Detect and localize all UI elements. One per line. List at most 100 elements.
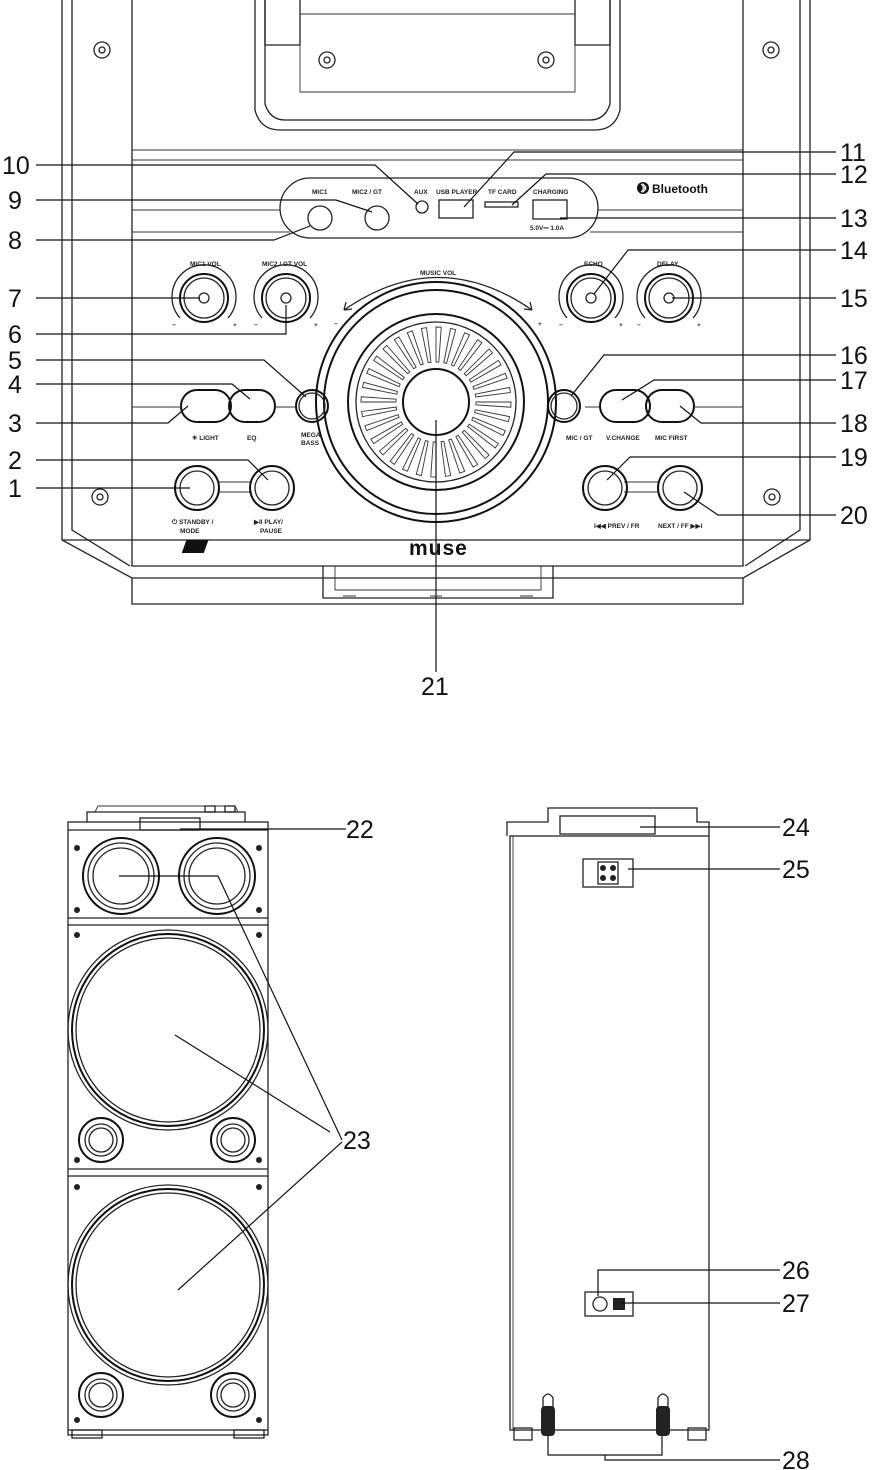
dial-spoke xyxy=(450,332,471,367)
standby-label: ⏻ STANDBY / xyxy=(172,518,214,526)
mic-gt-label: MIC / GT xyxy=(566,435,592,442)
callout-24: 24 xyxy=(782,814,810,842)
dial-spoke xyxy=(420,327,432,364)
echo-knob[interactable] xyxy=(558,264,624,323)
callout-23: 23 xyxy=(343,1127,371,1155)
dial-spoke xyxy=(457,339,483,371)
delay-knob[interactable] xyxy=(636,264,702,323)
callout-11: 11 xyxy=(840,139,866,167)
callout-17: 17 xyxy=(840,367,868,395)
charging-spec-label: 5.0V⎓ 1.0A xyxy=(530,225,564,232)
dial-spoke xyxy=(361,406,398,418)
dial-spoke xyxy=(360,396,397,403)
eq-button[interactable] xyxy=(228,389,276,423)
prev-fr-button[interactable] xyxy=(582,465,628,511)
minus-label: − xyxy=(334,321,338,328)
port-ring xyxy=(78,1117,124,1163)
dial-spoke xyxy=(370,421,404,445)
tf-card-slot[interactable] xyxy=(484,201,519,208)
dial-spoke xyxy=(401,437,422,472)
callout-19: 19 xyxy=(840,444,868,472)
dial-spoke xyxy=(435,326,442,363)
v-change-button[interactable] xyxy=(599,389,651,423)
light-button[interactable] xyxy=(180,389,232,423)
brand-label: muse xyxy=(409,537,468,560)
next-ff-button[interactable] xyxy=(657,465,703,511)
mic1-vol-knob[interactable] xyxy=(171,264,237,323)
prev-fr-label: I◀◀ PREV / FR xyxy=(594,523,640,530)
dial-spoke xyxy=(463,348,494,377)
dial-spoke xyxy=(382,344,411,375)
port-ring xyxy=(210,1372,256,1418)
dial-spoke xyxy=(472,372,508,390)
eq-label: EQ xyxy=(247,435,256,442)
dial-spoke xyxy=(430,441,437,478)
plus-label: + xyxy=(697,322,701,329)
callout-10: 10 xyxy=(2,152,30,180)
callout-3: 3 xyxy=(8,410,22,438)
mic-gt-button[interactable] xyxy=(547,389,581,423)
mega-label: MEGA xyxy=(301,432,321,439)
plus-label: + xyxy=(314,322,318,329)
callout-21: 21 xyxy=(421,673,449,701)
minus-label: − xyxy=(172,322,176,329)
mic1-jack[interactable] xyxy=(307,205,333,231)
mic2-gt-jack[interactable] xyxy=(364,205,390,231)
callout-6: 6 xyxy=(8,321,22,349)
screw-icon xyxy=(93,41,111,59)
usb-player-label: USB PLAYER xyxy=(436,189,478,196)
leader-lines xyxy=(36,151,836,1461)
screw-icon xyxy=(318,51,336,69)
mega-bass-button[interactable] xyxy=(295,389,329,423)
callout-5: 5 xyxy=(8,347,22,375)
wheel xyxy=(656,1393,670,1436)
callout-18: 18 xyxy=(840,410,868,438)
woofer xyxy=(67,929,269,1131)
front-view xyxy=(67,805,269,1439)
screw-icon xyxy=(762,41,780,59)
plus-label: + xyxy=(233,322,237,329)
screw-icon xyxy=(91,488,109,506)
v-change-label: V.CHANGE xyxy=(606,435,640,442)
plus-label: + xyxy=(619,322,623,329)
dial-spoke xyxy=(461,429,490,460)
dial-spoke xyxy=(393,336,417,370)
dial-spoke xyxy=(378,427,409,456)
play-pause-button[interactable] xyxy=(249,465,295,511)
play-label: ▶II PLAY/ xyxy=(253,519,283,526)
callout-7: 7 xyxy=(8,285,22,313)
screw-icon xyxy=(763,488,781,506)
dial-spoke xyxy=(474,409,511,423)
callout-27: 27 xyxy=(782,1290,810,1318)
minus-label: − xyxy=(637,322,641,329)
callout-14: 14 xyxy=(840,237,868,265)
mic-first-button[interactable] xyxy=(645,389,695,423)
callout-15: 15 xyxy=(840,285,868,313)
usb-player-port[interactable] xyxy=(438,199,474,219)
dial-spoke xyxy=(440,440,452,477)
speaker-terminal[interactable] xyxy=(582,858,634,888)
callout-16: 16 xyxy=(840,342,868,370)
bluetooth-label: Bluetooth xyxy=(652,182,708,196)
aux-label: AUX xyxy=(414,189,428,196)
dial-spoke xyxy=(415,440,429,477)
mic1-label: MIC1 xyxy=(312,189,328,196)
charging-port[interactable] xyxy=(532,199,568,220)
callout-12: 12 xyxy=(840,161,868,189)
callout-22: 22 xyxy=(346,816,374,844)
power-socket[interactable] xyxy=(584,1291,634,1317)
dial-spoke xyxy=(389,433,415,465)
muse-logo: muse xyxy=(181,537,468,560)
aux-jack[interactable] xyxy=(415,200,429,214)
tf-card-label: TF CARD xyxy=(488,189,517,196)
back-view xyxy=(506,807,710,1441)
dial-spoke xyxy=(468,359,502,383)
tweeter xyxy=(178,837,256,915)
dial-spoke xyxy=(366,367,401,388)
callout-28: 28 xyxy=(782,1447,810,1470)
port-ring xyxy=(78,1372,124,1418)
dial-spoke xyxy=(471,416,506,437)
dial-spoke xyxy=(406,330,424,366)
next-ff-label: NEXT / FF ▶▶I xyxy=(658,523,702,530)
woofer xyxy=(67,1184,269,1386)
